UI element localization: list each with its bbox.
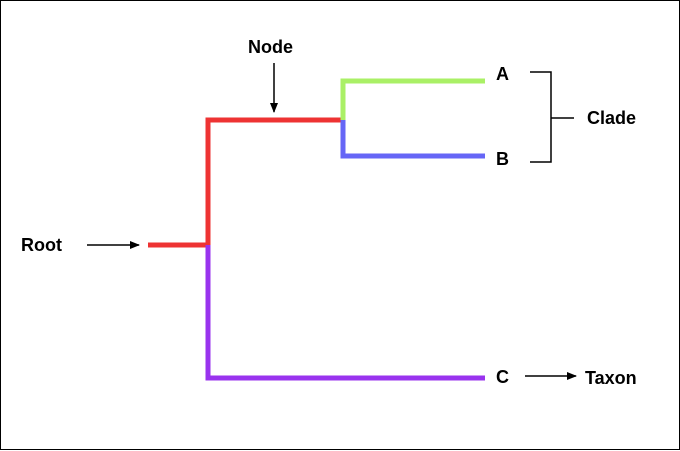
leaf-a-label: A <box>496 64 509 84</box>
root-branch <box>148 117 343 248</box>
clade-bracket <box>530 71 574 163</box>
taxon-label: Taxon <box>585 368 637 388</box>
leaf-c-label: C <box>496 367 509 387</box>
branch-a <box>340 78 485 120</box>
node-label: Node <box>248 37 293 57</box>
branch-b <box>340 120 485 159</box>
clade-label: Clade <box>587 108 637 128</box>
leaf-b-label: B <box>496 149 509 169</box>
root-label: Root <box>21 235 62 255</box>
branch-c <box>205 245 485 381</box>
